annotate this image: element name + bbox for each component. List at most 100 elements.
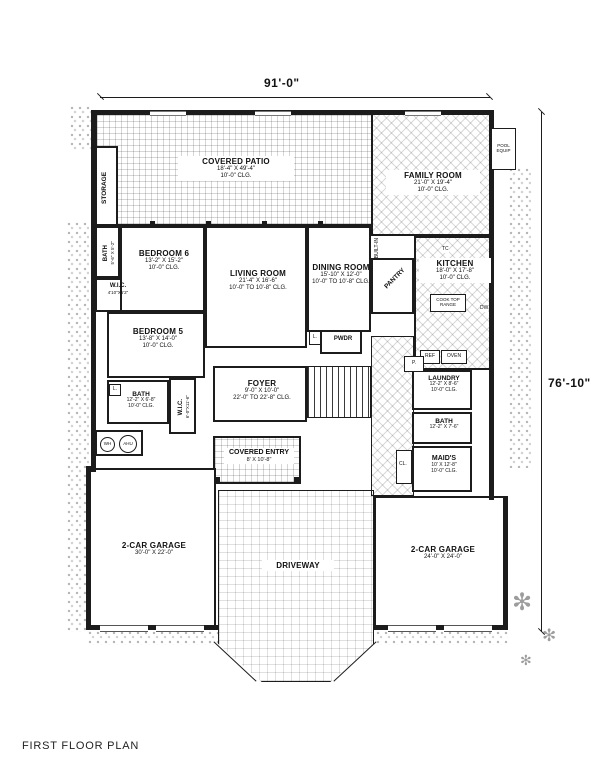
room-bath-top (95, 226, 120, 278)
room-label-wic-top: W.I.C. 4'10"X5'2" (96, 282, 140, 296)
room-name: PWDR (333, 336, 353, 342)
room-bedroom5 (107, 312, 205, 378)
garage-right-bottom-wall (374, 625, 508, 630)
column (294, 477, 300, 483)
room-name: BATH (102, 244, 109, 262)
room-label-storage: STORAGE (99, 158, 110, 218)
room-dims: 15'-10" X 12'-0" (320, 272, 362, 279)
room-name: DINING ROOM (312, 263, 370, 272)
room-name: MAID'S (431, 455, 457, 462)
room-dims: 12'-2" X 6'-8" (126, 397, 156, 404)
room-dims: 5'-6" X 5'-2" (109, 241, 115, 265)
window (150, 111, 186, 116)
garage-left-wall (86, 466, 91, 630)
room-bath-right (412, 412, 472, 444)
room-pwdr (320, 330, 362, 354)
room-dims: 9'-0" X 10'-0" (244, 388, 280, 395)
exterior-wall-top (93, 110, 493, 115)
room-clg: 10'-0" TO 10'-8" CLG. (312, 279, 370, 286)
landscape-top-left (70, 106, 94, 150)
tc-label: TC (442, 246, 449, 253)
kitchen-island: COOK TOP RANGE (430, 294, 466, 312)
room-label-pwdr: PWDR (323, 335, 363, 344)
oven-box: OVEN (441, 350, 467, 364)
room-clg: 10'-0" CLG. (220, 173, 252, 180)
p-label: P. (411, 360, 417, 367)
wh-unit: WH (100, 437, 115, 452)
room-dining (307, 226, 371, 332)
room-driveway (218, 490, 374, 682)
room-storage (95, 146, 118, 226)
ahu-label: AHU (123, 440, 133, 446)
room-dims: 30'-0" X 22'-0" (135, 550, 173, 557)
room-label-driveway: DRIVEWAY (262, 560, 334, 572)
l-label: L. (112, 386, 118, 393)
room-label-covered-patio: COVERED PATIO 18'-4" X 49'-4" 10'-0" CLG… (178, 156, 294, 181)
room-name: W.I.C. (109, 283, 127, 289)
room-living (205, 226, 307, 348)
column (206, 221, 211, 226)
garage-door (100, 625, 148, 632)
room-garage-right (374, 496, 508, 628)
room-dims: 6'-0"X11'-6" (184, 395, 190, 419)
room-dims: 18'-4" X 49'-4" (217, 166, 255, 173)
landscape-bottom-right (376, 631, 508, 645)
room-name: FAMILY ROOM (404, 171, 462, 180)
landscape-left (67, 222, 89, 632)
room-name: DRIVEWAY (276, 561, 320, 570)
oven-label: OVEN (446, 353, 462, 360)
room-label-family-room: FAMILY ROOM 21'-0" X 19'-4" 10'-0" CLG. (386, 170, 480, 195)
room-name: W.I.C. (177, 398, 184, 416)
room-dims: 21'-4" X 16'-6" (239, 278, 277, 285)
plant-icon: ✻ (520, 652, 532, 668)
column (214, 477, 220, 483)
room-name: BATH (435, 418, 453, 425)
room-label-foyer: FOYER 9'-0" X 10'-0" 22'-0" TO 22'-8" CL… (218, 378, 306, 403)
room-dims: 4'10"X5'2" (107, 289, 129, 295)
room-dims: 18'-0" X 17'-8" (436, 268, 474, 275)
landscape-right (509, 168, 531, 468)
l-label: L. (312, 334, 318, 341)
room-label-bedroom5: BEDROOM 5 13'-8" X 14'-0" 10'-0" CLG. (112, 326, 204, 351)
room-maids (412, 446, 472, 492)
room-clg: 10'-0" CLG. (431, 387, 457, 394)
exterior-wall-left (91, 110, 96, 472)
built-in-label: BUILT-IN (374, 238, 380, 259)
dimension-line-right (541, 112, 542, 632)
room-name: BATH (132, 391, 150, 398)
room-dims: 24'-0" X 24'-0" (424, 554, 462, 561)
room-name: BEDROOM 5 (132, 327, 184, 336)
room-dims: 10' X 12'-8" (431, 462, 457, 469)
cooktop-label: COOK TOP (436, 297, 460, 303)
room-pool-equip: POOL EQUIP (491, 128, 516, 170)
room-dims: 13'-8" X 14'-0" (139, 336, 177, 343)
garage-door (156, 625, 204, 632)
room-dims: 8' X 10'-8" (246, 457, 272, 464)
dimension-height-text: 76'-10" (546, 376, 593, 390)
room-name: BEDROOM 6 (138, 249, 190, 258)
room-clg: 10'-0" CLG. (128, 403, 154, 410)
room-name: LAUNDRY (428, 375, 460, 382)
column (150, 221, 155, 226)
range-label: RANGE (439, 302, 456, 307)
pool-equip-label: POOL EQUIP (496, 143, 511, 153)
stairs (307, 366, 371, 418)
ref-label: REF (425, 353, 435, 360)
plant-icon: ✻ (542, 626, 557, 645)
linen-left: L. (109, 384, 121, 396)
hall-right (371, 336, 414, 496)
room-name: STORAGE (101, 171, 108, 205)
cl-label: CL. (399, 461, 407, 468)
column (318, 221, 323, 226)
column (262, 221, 267, 226)
room-label-maids: MAID'S 10' X 12'-8" 10'-0" CLG. (415, 454, 473, 476)
dw-label: DW (480, 305, 489, 312)
linen-pwdr: L. (309, 331, 321, 345)
room-name: KITCHEN (436, 259, 474, 268)
room-label-bedroom6: BEDROOM 6 13'-2" X 15'-2" 10'-0" CLG. (121, 248, 207, 273)
room-name: COVERED ENTRY (228, 449, 290, 456)
room-wic-left (169, 378, 196, 434)
room-label-kitchen: KITCHEN 18'-0" X 17'-8" 10'-0" CLG. (419, 258, 491, 283)
room-label-living: LIVING ROOM 21'-4" X 16'-6" 10'-0" TO 10… (208, 268, 308, 293)
garage-door (444, 625, 492, 632)
